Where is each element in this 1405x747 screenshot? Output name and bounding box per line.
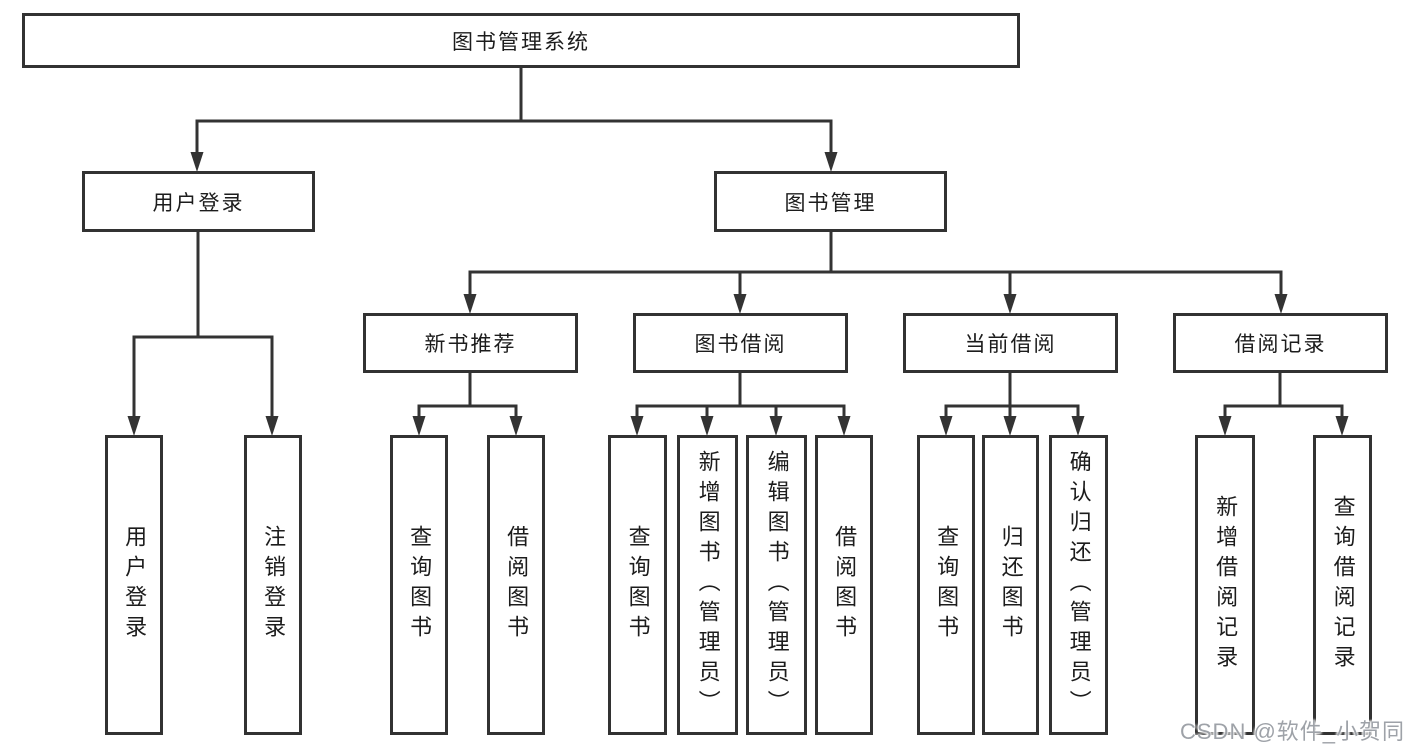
node-leaf-add-borrow-record: 新增借阅记录 [1195,435,1255,735]
node-leaf-edit-book-admin: 编辑图书（管理员） [746,435,807,735]
node-leaf-query-books-current: 查询图书 [917,435,975,735]
node-leaf-query-books-recommend: 查询图书 [390,435,448,735]
node-root: 图书管理系统 [22,13,1020,68]
node-leaf-return-book: 归还图书 [982,435,1039,735]
node-leaf-borrow-books-recommend: 借阅图书 [487,435,545,735]
node-leaf-borrow-books: 借阅图书 [815,435,873,735]
node-new-book-recommend: 新书推荐 [363,313,578,373]
node-user-login: 用户登录 [82,171,315,232]
node-leaf-add-book-admin: 新增图书（管理员） [677,435,738,735]
node-leaf-user-login: 用户登录 [105,435,163,735]
node-leaf-confirm-return-admin: 确认归还（管理员） [1049,435,1108,735]
node-leaf-query-books-borrow: 查询图书 [608,435,667,735]
node-leaf-query-borrow-record: 查询借阅记录 [1313,435,1372,735]
node-leaf-logout: 注销登录 [244,435,302,735]
watermark: CSDN @软件_小贺同学 [1180,719,1405,744]
node-current-borrow: 当前借阅 [903,313,1118,373]
node-book-management: 图书管理 [714,171,947,232]
node-book-borrow: 图书借阅 [633,313,848,373]
arrowheads [127,152,1349,436]
node-borrow-records: 借阅记录 [1173,313,1388,373]
